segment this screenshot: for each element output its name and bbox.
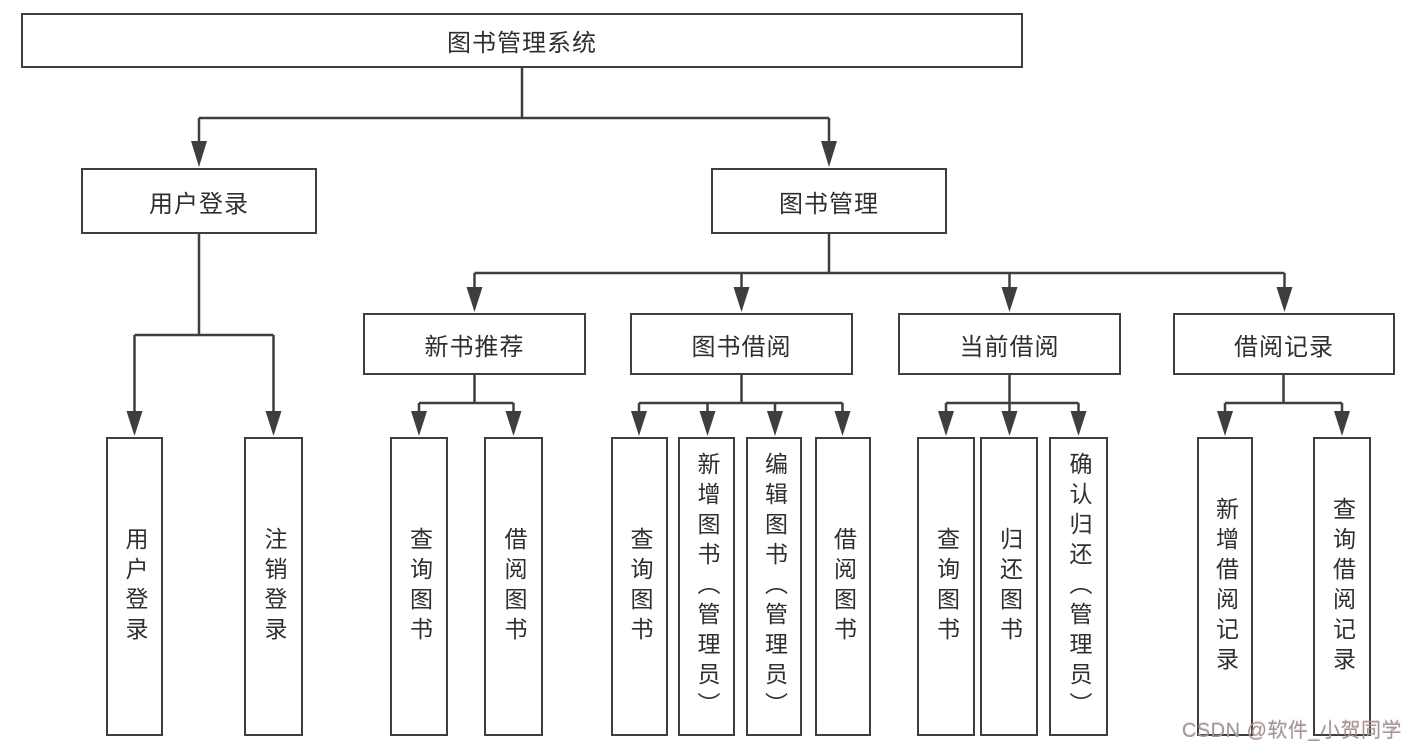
leaf-add-book-admin: 新增图书（管理员） bbox=[678, 437, 735, 736]
leaf-borrow-books-1: 借阅图书 bbox=[484, 437, 543, 736]
leaf-add-borrow-record-label: 新增借阅记录 bbox=[1212, 496, 1239, 677]
node-current-borrowing: 当前借阅 bbox=[898, 313, 1121, 375]
leaf-edit-book-admin-label: 编辑图书（管理员） bbox=[761, 451, 788, 722]
leaf-query-books-1-label: 查询图书 bbox=[406, 526, 433, 647]
leaf-add-book-admin-label: 新增图书（管理员） bbox=[694, 451, 720, 722]
leaf-query-books-3-label: 查询图书 bbox=[933, 526, 960, 647]
node-user-login: 用户登录 bbox=[81, 168, 317, 234]
leaf-borrow-books-1-label: 借阅图书 bbox=[501, 526, 527, 647]
leaf-borrow-books-2: 借阅图书 bbox=[815, 437, 871, 736]
leaf-query-books-3: 查询图书 bbox=[917, 437, 975, 736]
leaf-logout-login-label: 注销登录 bbox=[261, 526, 287, 647]
leaf-query-borrow-record-label: 查询借阅记录 bbox=[1329, 496, 1356, 677]
leaf-logout-login: 注销登录 bbox=[244, 437, 303, 736]
watermark: CSDN @软件_小贺同学 bbox=[1181, 720, 1402, 742]
leaf-edit-book-admin: 编辑图书（管理员） bbox=[746, 437, 802, 736]
leaf-confirm-return-admin: 确认归还（管理员） bbox=[1049, 437, 1108, 736]
node-book-management: 图书管理 bbox=[711, 168, 947, 234]
leaf-user-login-label: 用户登录 bbox=[122, 526, 148, 647]
leaf-confirm-return-admin-label: 确认归还（管理员） bbox=[1066, 451, 1092, 722]
leaf-return-book-label: 归还图书 bbox=[996, 526, 1023, 647]
leaf-query-books-2-label: 查询图书 bbox=[627, 526, 653, 647]
leaf-query-books-2: 查询图书 bbox=[611, 437, 668, 736]
node-book-borrowing: 图书借阅 bbox=[630, 313, 853, 375]
leaf-query-borrow-record: 查询借阅记录 bbox=[1313, 437, 1371, 736]
node-new-book-recommend: 新书推荐 bbox=[363, 313, 586, 375]
leaf-add-borrow-record: 新增借阅记录 bbox=[1197, 437, 1253, 736]
node-library-system: 图书管理系统 bbox=[21, 13, 1023, 68]
leaf-borrow-books-2-label: 借阅图书 bbox=[830, 526, 857, 647]
node-borrow-records: 借阅记录 bbox=[1173, 313, 1395, 375]
leaf-return-book: 归还图书 bbox=[980, 437, 1038, 736]
leaf-query-books-1: 查询图书 bbox=[390, 437, 448, 736]
leaf-user-login: 用户登录 bbox=[106, 437, 163, 736]
